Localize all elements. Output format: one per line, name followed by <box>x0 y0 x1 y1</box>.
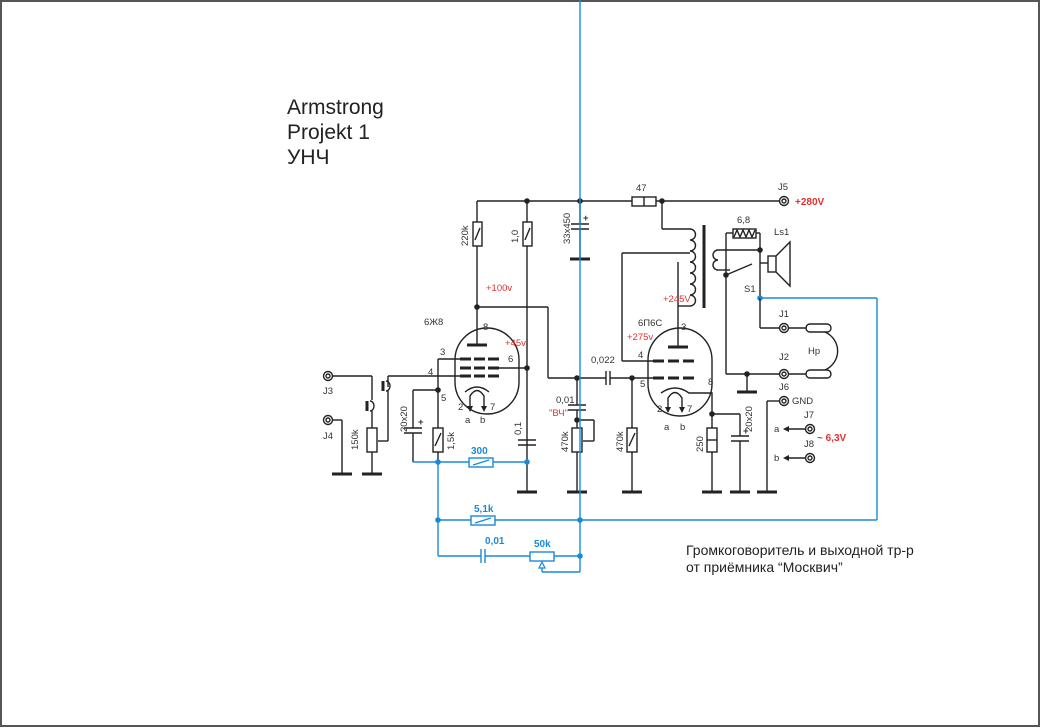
b-plus-rail <box>477 198 780 204</box>
label-r-6-8: 6,8 <box>737 215 750 226</box>
label-r-47: 47 <box>636 183 647 194</box>
tube-6zh8: 6Ж8 8 +45v 3 6 4 5 2 7 a b <box>424 317 526 426</box>
jack-j5: J5 +280V <box>778 182 825 208</box>
pin-3: 3 <box>440 347 445 358</box>
input-section: J3 J4 150k <box>322 370 391 476</box>
label-b: b <box>774 453 779 464</box>
output-transformer: +245V <box>661 201 760 308</box>
resistor-47: 47 <box>631 183 657 207</box>
pin-2: 2 <box>458 402 463 413</box>
label-j5: J5 <box>778 182 788 193</box>
title-line-2: Projekt 1 <box>287 121 370 144</box>
label-pot-50k: 50k <box>534 539 551 550</box>
note-line-2: от приёмника “Москвич” <box>686 559 843 575</box>
label-r-250: 250 <box>695 436 706 452</box>
v2-pin-2: 2 <box>657 404 662 415</box>
label-tube-v1: 6Ж8 <box>424 317 443 328</box>
label-j2: J2 <box>779 352 789 363</box>
label-j1: J1 <box>779 309 789 320</box>
label-c-0-022: 0,022 <box>591 355 615 366</box>
label-hp: Hp <box>808 346 820 357</box>
pin-7: 7 <box>490 402 495 413</box>
label-j6: J6 <box>779 382 789 393</box>
label-j3: J3 <box>323 386 333 397</box>
label-plus: + <box>583 213 589 224</box>
resistor-220k: 220k +100v <box>460 201 512 310</box>
label-6-3v: ~ 6,3V <box>817 433 847 444</box>
v2-pin-7: 7 <box>687 404 692 415</box>
power-jacks: J6 GND J7 a J8 b ~ 6,3V <box>757 382 847 494</box>
v2-pin-4: 4 <box>638 350 643 361</box>
label-pot-150k: 150k <box>350 429 361 450</box>
v1-cathode-network: + 20x20 1,5k 0,1 <box>399 406 537 494</box>
label-c-33x450: 33x450 <box>562 213 573 244</box>
label-j8: J8 <box>804 439 814 450</box>
headphone-section: J1 J2 Hp <box>726 298 839 394</box>
label-pot-470k: 470k <box>560 431 571 452</box>
v2-heater-a: a <box>664 422 670 433</box>
label-r-300: 300 <box>471 446 488 457</box>
label-100v: +100v <box>486 283 512 294</box>
label-ls1: Ls1 <box>774 227 789 238</box>
label-r-5-1k: 5,1k <box>474 504 494 515</box>
label-c-20x20-2: 20x20 <box>744 406 755 432</box>
v2-pin-5: 5 <box>640 379 645 390</box>
label-c-0-01: 0,01 <box>556 395 575 406</box>
v1-grid-wiring <box>387 358 530 428</box>
title-line-1: Armstrong <box>287 96 384 119</box>
label-r-470k: 470k <box>615 431 626 452</box>
pin-5: 5 <box>441 393 446 404</box>
title-line-3: УНЧ <box>287 146 330 169</box>
label-45v: +45v <box>505 338 526 349</box>
v2-pin-8: 8 <box>708 377 713 388</box>
label-plus-c1: + <box>418 417 424 428</box>
pin-6: 6 <box>508 354 513 365</box>
label-j7: J7 <box>804 410 814 421</box>
pin-4: 4 <box>428 367 433 378</box>
heater-a: a <box>465 415 471 426</box>
pin-8: 8 <box>483 322 488 333</box>
note-line-1: Громкоговоритель и выходной тр-р <box>686 542 914 558</box>
label-j4: J4 <box>323 431 333 442</box>
tube-6p6s: 6П6С 3 +275v 4 5 8 2 7 a b <box>621 252 713 433</box>
v2-heater-b: b <box>680 422 685 433</box>
label-275v: +275v <box>627 332 653 343</box>
feedback-network: 300 5,1k 0,01 50k <box>413 0 878 573</box>
label-plus-c2: + <box>743 426 749 437</box>
label-r-220k: 220k <box>460 225 471 246</box>
label-tube-v2: 6П6С <box>638 318 662 329</box>
heater-b: b <box>480 415 485 426</box>
label-c-0-1: 0,1 <box>513 422 524 435</box>
label-gnd: GND <box>792 396 813 407</box>
label-r-1-5k: 1,5k <box>446 432 457 450</box>
label-hf: "ВЧ" <box>549 408 568 419</box>
label-245v: +245V <box>663 294 691 305</box>
v2-cathode-network: 250 + 20x20 <box>695 406 755 494</box>
label-c-20x20-1: 20x20 <box>399 406 410 432</box>
label-s1: S1 <box>744 284 756 295</box>
label-a: a <box>774 424 780 435</box>
label-c-0-01-fb: 0,01 <box>485 536 505 547</box>
label-r-1-0: 1,0 <box>510 230 521 243</box>
speaker-section: 6,8 Ls1 S1 <box>723 215 791 374</box>
v2-pin-3: 3 <box>681 322 686 333</box>
capacitor-33x450: + 33x450 <box>562 201 590 261</box>
v1-anode-wire <box>476 306 606 381</box>
label-280v: +280V <box>795 197 825 208</box>
coupling-section: 0,022 0,01 "ВЧ" 470k 470k <box>549 355 660 494</box>
